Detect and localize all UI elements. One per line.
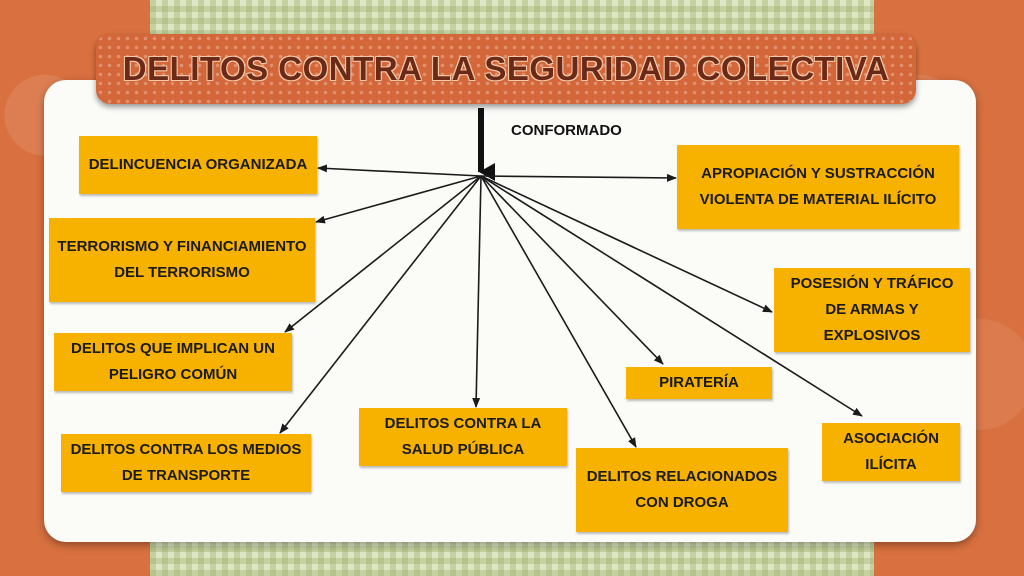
node-peligro-comun: DELITOS QUE IMPLICAN UN PELIGRO COMÚN [54,333,292,391]
line-to-pirateria [480,175,664,365]
line-to-delincuencia [317,164,482,177]
title-banner: DELITOS CONTRA LA SEGURIDAD COLECTIVA [96,34,916,104]
line-to-apropiacion [480,173,677,182]
line-to-salud [472,175,482,408]
line-to-armas [480,175,773,313]
node-pirateria: PIRATERÍA [626,367,772,399]
page-title: DELITOS CONTRA LA SEGURIDAD COLECTIVA [122,50,890,87]
node-salud-publica: DELITOS CONTRA LA SALUD PÚBLICA [359,408,567,466]
line-to-asociacion [480,175,863,417]
node-asociacion-ilicita: ASOCIACIÓN ILÍCITA [822,423,960,481]
line-to-droga [480,175,637,448]
node-medios-transporte: DELITOS CONTRA LOS MEDIOS DE TRANSPORTE [61,434,311,492]
connector-label: CONFORMADO [511,122,622,139]
line-to-transporte [279,175,482,434]
node-terrorismo: TERRORISMO Y FINANCIAMIENTO DEL TERRORIS… [49,218,315,302]
line-to-terrorismo [315,175,482,224]
line-to-peligro [284,175,482,333]
node-apropiacion-material: APROPIACIÓN Y SUSTRACCIÓN VIOLENTA DE MA… [677,145,959,229]
node-delincuencia-organizada: DELINCUENCIA ORGANIZADA [79,136,317,194]
node-droga: DELITOS RELACIONADOS CON DROGA [576,448,788,532]
node-armas-explosivos: POSESIÓN Y TRÁFICO DE ARMAS Y EXPLOSIVOS [774,268,970,352]
